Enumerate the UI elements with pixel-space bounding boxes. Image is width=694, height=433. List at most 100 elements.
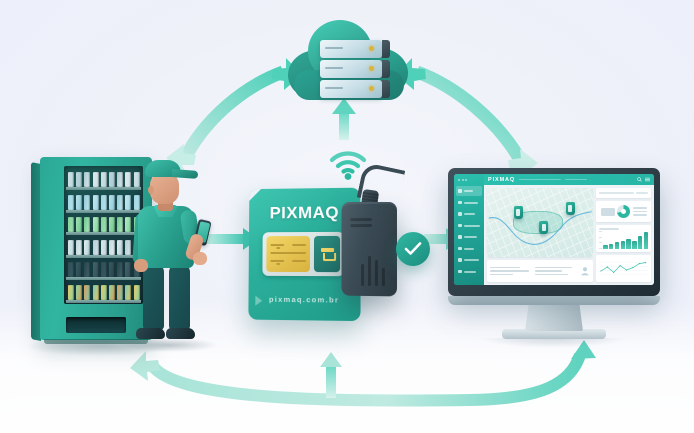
dashboard-sidebar xyxy=(454,174,484,285)
map-pin[interactable] xyxy=(539,221,549,235)
map-pin[interactable] xyxy=(565,201,575,215)
vending-product xyxy=(68,239,74,255)
dashboard-left-column xyxy=(487,188,594,282)
check-icon xyxy=(404,242,422,255)
modem-vent xyxy=(350,217,372,221)
bar xyxy=(626,239,631,249)
wifi-icon xyxy=(328,146,368,180)
sidebar-item-label xyxy=(463,190,473,192)
line-point xyxy=(619,265,622,267)
map-zone-highlight xyxy=(512,211,564,235)
sidebar-item-reports[interactable] xyxy=(456,244,482,254)
wifi-signal-glyph xyxy=(329,151,367,180)
operator-hand-left xyxy=(134,259,148,272)
sidebar-item-icon xyxy=(458,223,462,228)
menu-icon[interactable] xyxy=(645,177,650,182)
header-placeholder-line xyxy=(519,178,562,181)
map-pin[interactable] xyxy=(513,205,523,219)
vending-product xyxy=(125,262,132,277)
sidebar-item-dashboard[interactable] xyxy=(456,186,482,196)
sidebar-item-label xyxy=(463,224,480,227)
vending-product xyxy=(92,262,99,277)
vending-product xyxy=(76,239,83,255)
sidebar-item-settings[interactable] xyxy=(456,267,482,277)
operator-shoe-left xyxy=(136,328,165,339)
sim-chip-contacts xyxy=(266,236,311,273)
sidebar-item-sales[interactable] xyxy=(456,232,482,242)
search-icon[interactable] xyxy=(637,177,642,182)
sidebar-item-alerts[interactable] xyxy=(456,255,482,265)
desktop-monitor: PIXMAQ xyxy=(448,168,660,348)
server-unit xyxy=(320,60,382,78)
bar xyxy=(614,242,620,249)
sidebar-dots-icon xyxy=(458,179,484,183)
sim-chip xyxy=(262,231,345,277)
sidebar-item-routes[interactable] xyxy=(456,209,482,219)
vending-product xyxy=(117,194,124,210)
vending-product xyxy=(68,172,74,187)
bar xyxy=(609,243,614,249)
bar-chart-title xyxy=(599,228,619,230)
vending-product xyxy=(84,262,91,277)
operator-shoe-right xyxy=(166,328,195,339)
sidebar-nav xyxy=(454,186,484,277)
monitor-base xyxy=(502,329,606,339)
monitor-shadow xyxy=(478,338,628,348)
sidebar-item-label xyxy=(463,236,477,238)
vending-product xyxy=(68,284,74,300)
bar xyxy=(643,232,649,249)
user-avatar-icon xyxy=(581,267,590,276)
search-widget[interactable] xyxy=(596,188,651,198)
map-widget[interactable] xyxy=(487,188,594,257)
vending-product xyxy=(133,172,140,187)
sidebar-item-label xyxy=(463,259,479,261)
operator-neck xyxy=(158,200,173,211)
line-series xyxy=(601,262,647,273)
bar-chart-bars xyxy=(603,231,649,249)
line-chart-widget xyxy=(596,255,651,282)
vending-product xyxy=(125,217,132,232)
vending-product xyxy=(92,194,99,210)
vending-product xyxy=(117,217,124,232)
vending-product xyxy=(117,172,124,187)
modem-vent xyxy=(350,223,372,227)
server-unit xyxy=(320,40,382,58)
dashboard-body xyxy=(484,185,654,285)
vending-product xyxy=(100,284,107,300)
sidebar-item-label xyxy=(463,201,478,204)
vending-product xyxy=(109,239,115,255)
bar xyxy=(620,240,625,249)
monitor-bezel: PIXMAQ xyxy=(448,168,660,296)
map-route-line xyxy=(488,211,592,245)
vending-product xyxy=(76,172,83,187)
sidebar-item-inventory[interactable] xyxy=(456,221,482,231)
server-unit-side xyxy=(382,80,390,98)
vending-shelf xyxy=(66,283,141,303)
monitor-screen: PIXMAQ xyxy=(454,174,654,285)
dashboard-right-column xyxy=(596,188,651,282)
sidebar-item-icon xyxy=(458,269,462,274)
vending-product xyxy=(92,239,99,255)
operator-leg-left xyxy=(143,264,164,330)
operator-cap-brim xyxy=(171,169,199,179)
dashboard-header: PIXMAQ xyxy=(484,174,654,185)
sim-card-cut-corner xyxy=(249,188,261,201)
vending-product xyxy=(133,284,140,300)
vending-product xyxy=(84,172,91,187)
sidebar-item-label xyxy=(463,213,475,215)
sidebar-item-machines[interactable] xyxy=(456,198,482,208)
sidebar-item-label xyxy=(463,247,474,250)
line-point xyxy=(632,267,634,269)
line-point xyxy=(613,271,615,273)
sidebar-item-label xyxy=(463,270,476,273)
detail-text-lines xyxy=(535,263,577,279)
vending-product xyxy=(84,217,91,232)
stat-lines xyxy=(632,207,647,216)
operator-leg-right xyxy=(169,264,190,330)
sidebar-item-icon xyxy=(458,246,462,251)
sidebar-item-icon xyxy=(458,235,462,239)
vending-glyph-icon xyxy=(321,248,334,259)
status-verified-badge xyxy=(396,232,430,266)
modem-grill-slot xyxy=(361,263,364,286)
